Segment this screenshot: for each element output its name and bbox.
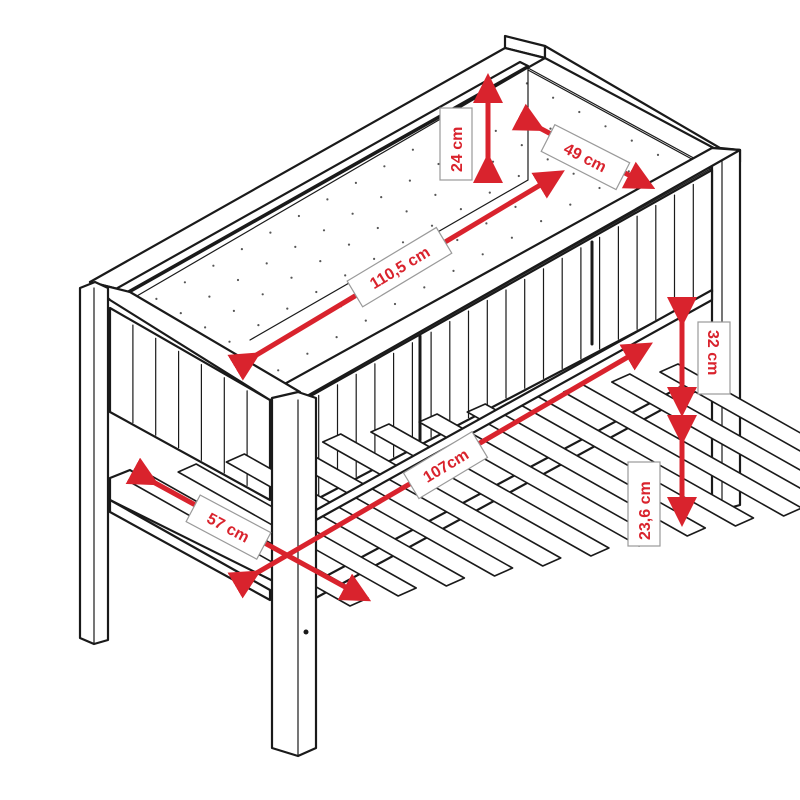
drainage-hole <box>286 307 289 310</box>
drainage-hole <box>376 226 379 230</box>
svg-text:23,6 cm: 23,6 cm <box>637 481 654 540</box>
drainage-hole <box>257 324 260 327</box>
drainage-hole <box>549 127 552 130</box>
drainage-hole <box>236 278 240 282</box>
drainage-hole <box>290 276 293 279</box>
drainage-hole <box>423 286 426 289</box>
drainage-hole <box>546 158 549 161</box>
drainage-hole <box>656 153 660 156</box>
drainage-hole <box>514 205 517 208</box>
drainage-hole <box>269 231 272 234</box>
label-depth-top: 24 cm <box>439 107 473 181</box>
drainage-hole <box>179 312 182 315</box>
svg-text:24 cm: 24 cm <box>449 127 466 172</box>
drainage-hole <box>212 264 215 267</box>
drainage-hole <box>491 160 495 163</box>
drainage-hole <box>344 274 347 277</box>
drainage-hole <box>517 174 520 178</box>
drainage-hole <box>326 198 329 201</box>
left-back-leg <box>78 280 110 646</box>
drainage-hole <box>380 196 383 199</box>
drainage-hole <box>408 179 411 182</box>
drainage-hole <box>261 293 264 296</box>
drainage-hole <box>294 245 297 248</box>
drainage-hole <box>411 148 414 151</box>
drainage-hole <box>228 340 231 343</box>
drainage-hole <box>630 139 633 142</box>
drainage-hole <box>497 98 500 102</box>
drainage-hole <box>543 189 546 192</box>
svg-text:32 cm: 32 cm <box>704 330 721 375</box>
drainage-hole <box>481 253 484 256</box>
drainage-hole <box>520 144 523 147</box>
drainage-hole <box>405 210 408 213</box>
drainage-hole <box>452 269 455 272</box>
drainage-hole <box>401 241 405 244</box>
drainage-hole <box>383 165 386 168</box>
drainage-hole <box>456 238 459 242</box>
drainage-hole <box>351 212 354 215</box>
drainage-hole <box>569 203 572 206</box>
drainage-hole <box>322 229 326 232</box>
drainage-hole <box>373 257 376 260</box>
drainage-hole <box>155 297 158 300</box>
drainage-hole <box>306 352 309 355</box>
drainage-hole <box>459 208 462 211</box>
drainage-hole <box>552 96 555 99</box>
drainage-hole <box>572 172 575 175</box>
front-left-leg <box>270 390 318 758</box>
drainage-hole <box>430 224 434 227</box>
drainage-hole <box>319 260 322 263</box>
drainage-hole <box>510 236 513 239</box>
drainage-hole <box>315 290 318 294</box>
drainage-hole <box>523 113 526 116</box>
drainage-hole <box>335 336 338 339</box>
drainage-hole <box>204 326 207 329</box>
drainage-hole <box>265 262 268 265</box>
drainage-hole <box>393 302 397 306</box>
drainage-hole <box>240 248 243 251</box>
drainage-hole <box>347 243 351 246</box>
drainage-hole <box>604 125 607 128</box>
drainage-hole <box>494 129 497 132</box>
label-box-height: 32 cm <box>697 321 731 395</box>
drainage-hole <box>598 186 601 190</box>
drainage-hole <box>437 162 440 166</box>
drainage-hole <box>540 220 543 223</box>
drainage-hole <box>485 222 488 225</box>
drainage-hole <box>354 181 357 184</box>
drainage-hole <box>364 319 367 322</box>
drainage-hole <box>488 191 491 194</box>
drainage-hole <box>297 214 300 218</box>
drainage-hole <box>232 309 235 312</box>
label-shelf-clearance: 23,6 cm <box>627 461 661 547</box>
drainage-hole <box>434 193 437 196</box>
drainage-hole <box>277 369 280 372</box>
drainage-hole <box>578 110 581 114</box>
drainage-hole <box>183 281 186 284</box>
drainage-hole <box>208 295 211 298</box>
